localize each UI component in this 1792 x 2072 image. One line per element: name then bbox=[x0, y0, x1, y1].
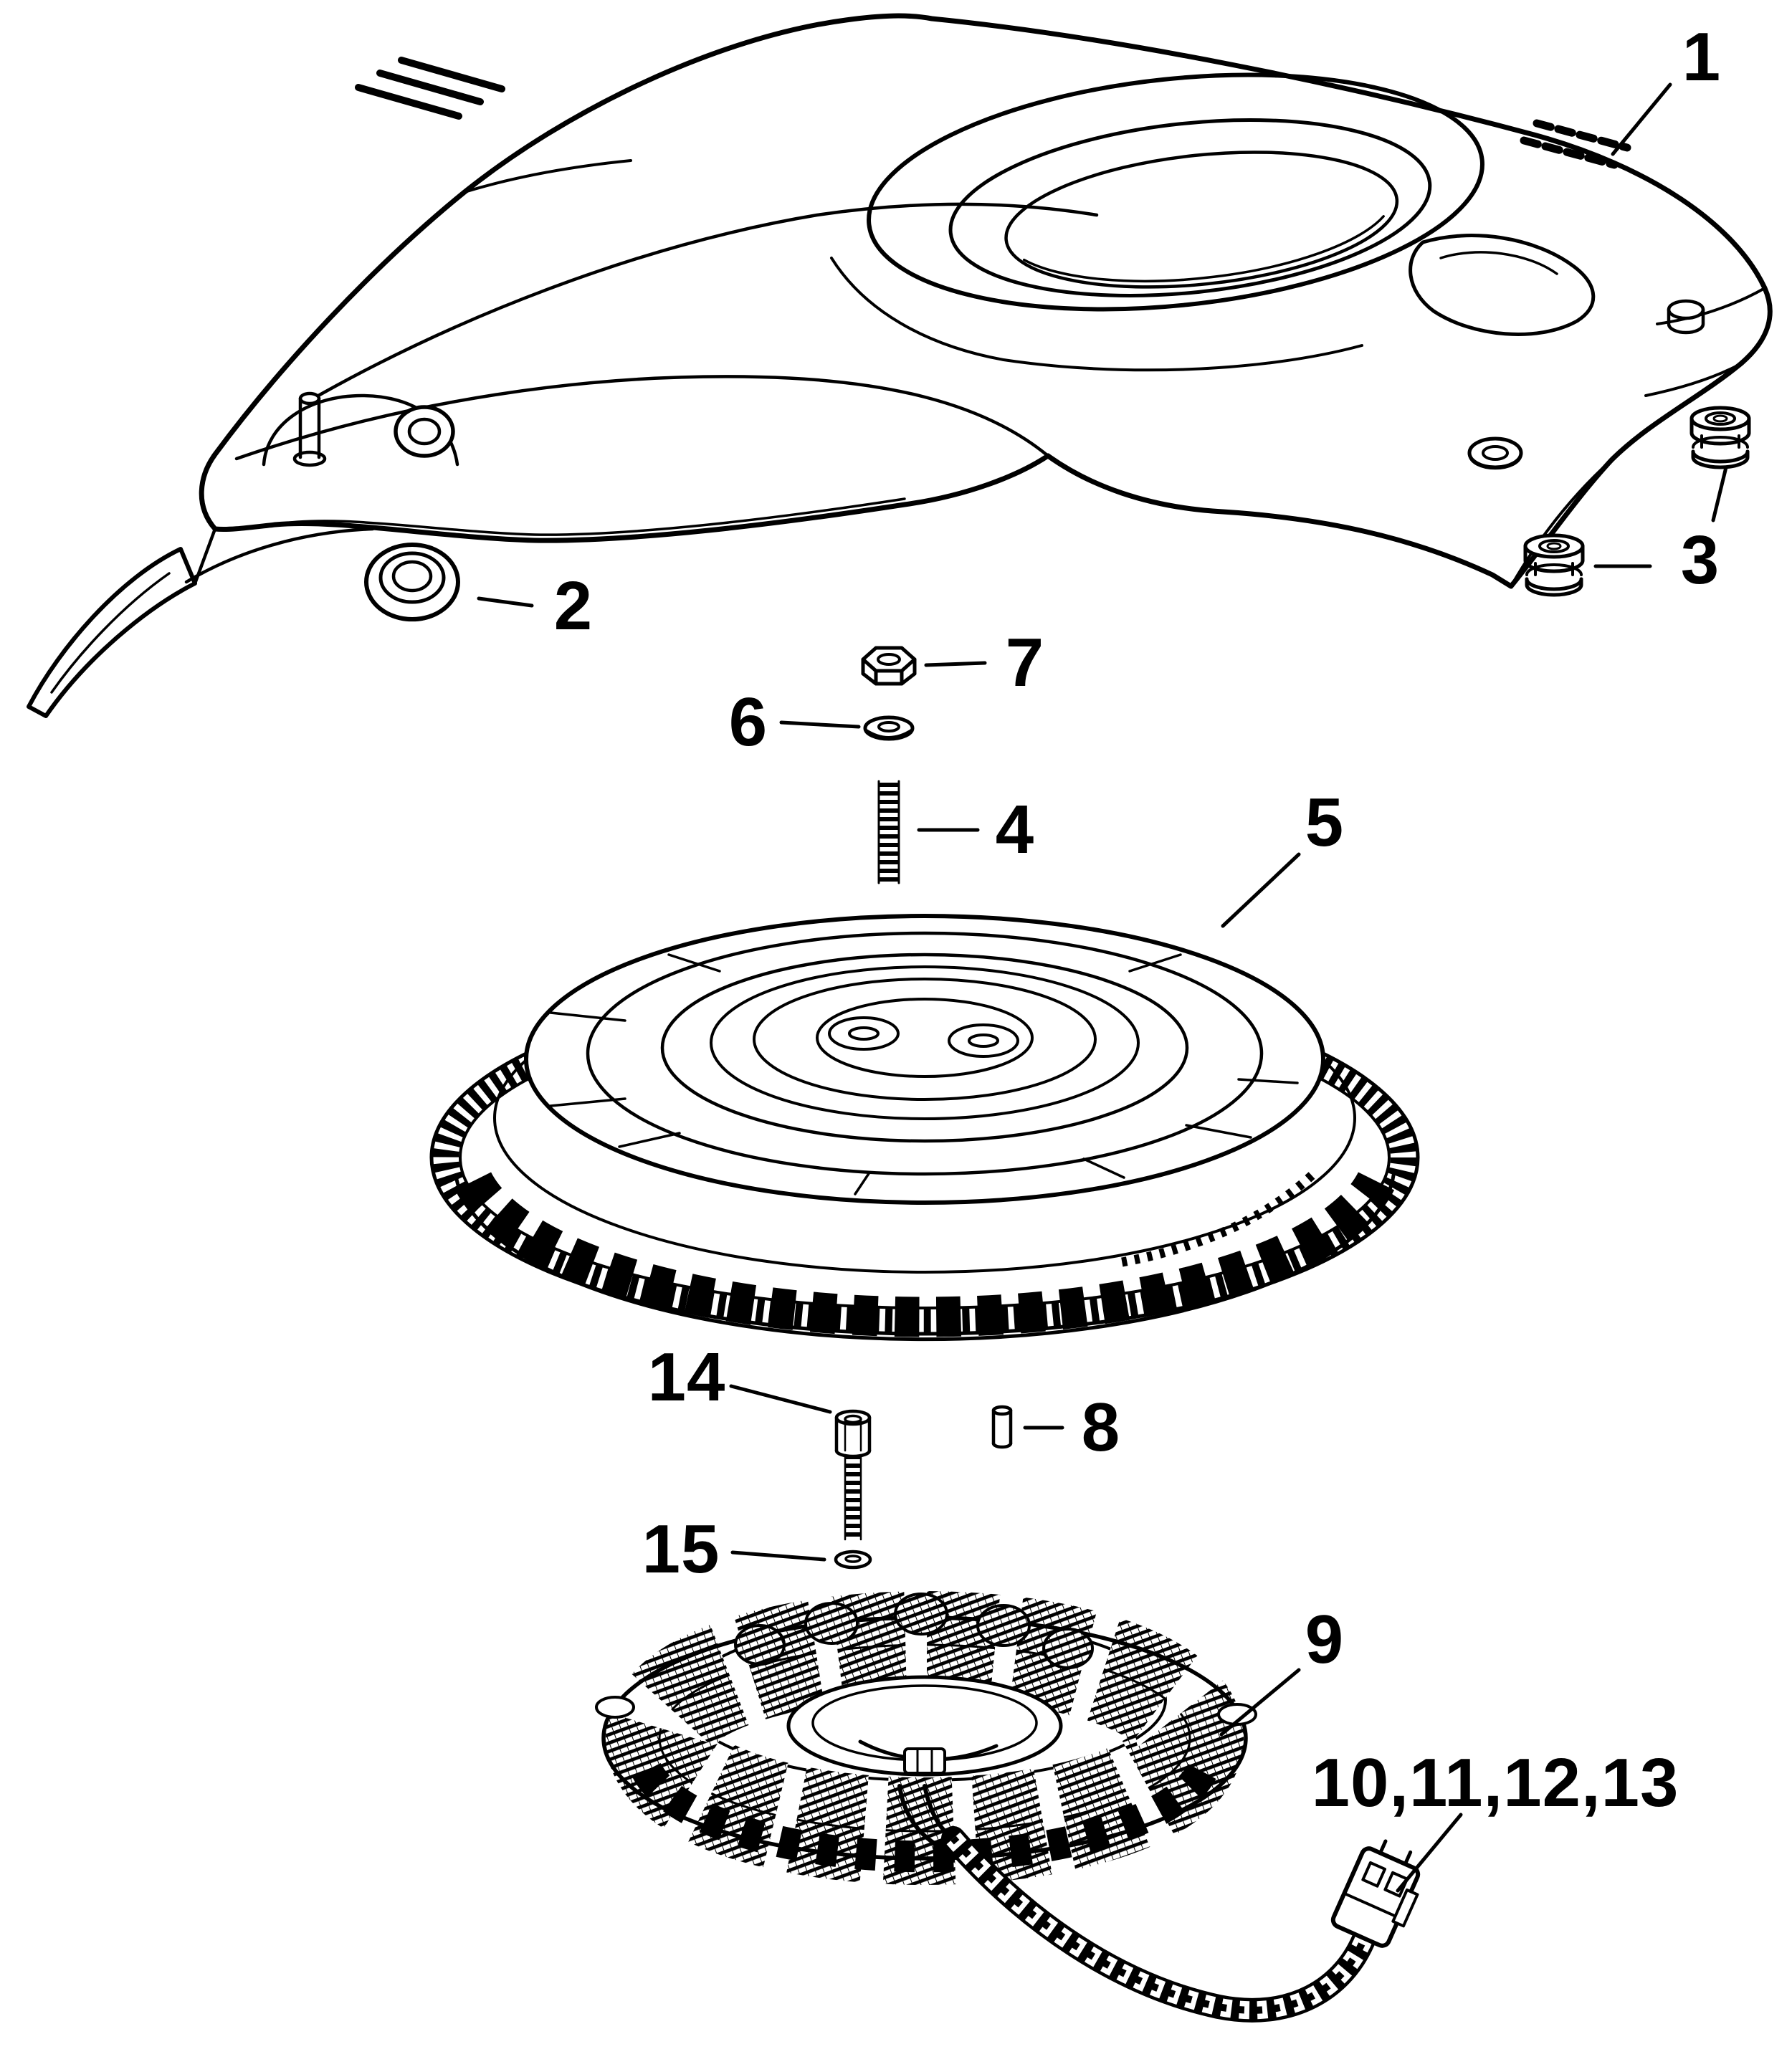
callout-part-15: 15 bbox=[642, 1511, 720, 1588]
callout-part-1: 1 bbox=[1682, 19, 1722, 95]
harness-connector bbox=[1330, 1839, 1421, 1948]
leader-lines bbox=[477, 82, 1728, 1893]
flywheel-drawing bbox=[429, 914, 1420, 1342]
callout-part-8: 8 bbox=[1081, 1389, 1121, 1466]
spacer-pin-drawing bbox=[991, 1405, 1013, 1449]
callout-parts-10-11-12-13: 10,11,12,13 bbox=[1311, 1744, 1679, 1821]
callout-part-7: 7 bbox=[1005, 624, 1045, 701]
cover-stud-pin bbox=[292, 391, 327, 467]
callout-part-5: 5 bbox=[1305, 784, 1345, 861]
callout-part-6: 6 bbox=[728, 684, 768, 760]
callout-part-14: 14 bbox=[647, 1339, 726, 1415]
callout-part-3: 3 bbox=[1680, 522, 1720, 598]
wire-harness-drawing bbox=[897, 1784, 1421, 2023]
nut-drawing bbox=[861, 646, 917, 686]
callout-part-4: 4 bbox=[995, 791, 1035, 868]
callout-part-2: 2 bbox=[553, 568, 594, 644]
lock-washer-drawing bbox=[834, 1550, 872, 1570]
stud-drawing bbox=[877, 780, 900, 884]
grommet-drawing bbox=[364, 543, 460, 622]
stator-drawing bbox=[595, 1591, 1257, 1885]
flat-washer-drawing bbox=[863, 715, 915, 741]
callout-part-9: 9 bbox=[1305, 1601, 1345, 1678]
bolt-drawing bbox=[834, 1409, 872, 1541]
engine-cover-drawing bbox=[27, 13, 1773, 718]
